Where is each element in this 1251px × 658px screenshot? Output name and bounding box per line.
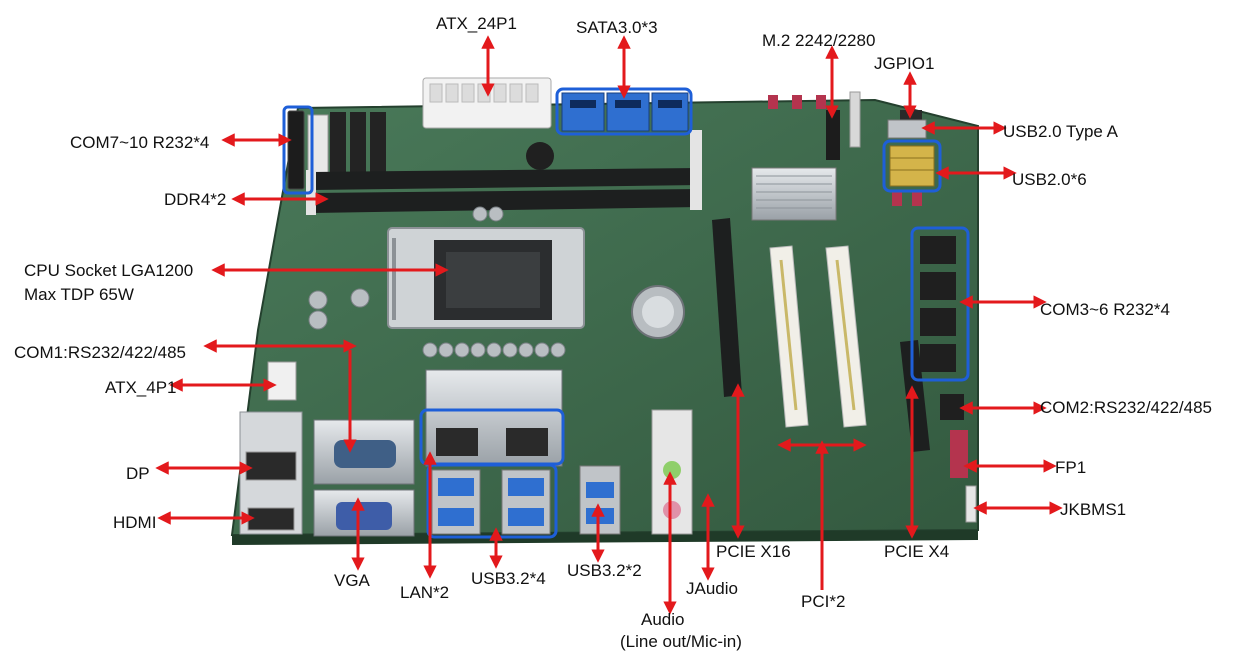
label-usb2x6: USB2.0*6 bbox=[1012, 170, 1087, 189]
buzzer bbox=[526, 142, 554, 170]
label-pci2: PCI*2 bbox=[801, 592, 846, 611]
battery-icon bbox=[631, 285, 685, 339]
label-ddr4: DDR4*2 bbox=[164, 190, 227, 209]
label-com1: COM1:RS232/422/485 bbox=[14, 343, 186, 362]
label-pcie-x4: PCIE X4 bbox=[884, 542, 950, 561]
vrm-capacitors bbox=[308, 206, 566, 358]
sata-ports bbox=[561, 92, 689, 132]
com3-6-headers bbox=[920, 236, 956, 372]
label-pcie-x16: PCIE X16 bbox=[716, 542, 791, 561]
cpu-socket-icon bbox=[387, 227, 585, 329]
label-fp1: FP1 bbox=[1055, 458, 1087, 477]
label-usb32x4: USB3.2*4 bbox=[471, 569, 546, 588]
label-jgpio: JGPIO1 bbox=[874, 54, 935, 73]
pcie-x16-slot bbox=[712, 218, 742, 397]
label-atx-24p1: ATX_24P1 bbox=[436, 14, 517, 33]
com2-header bbox=[940, 394, 964, 420]
label-hdmi: HDMI bbox=[113, 513, 157, 532]
label-atx-4p1: ATX_4P1 bbox=[105, 378, 177, 397]
label-jaudio: JAudio bbox=[686, 579, 738, 598]
label-com3-6: COM3~6 R232*4 bbox=[1040, 300, 1170, 319]
com7-10-header bbox=[287, 110, 305, 190]
label-audio: Audio bbox=[641, 610, 685, 629]
jkbms1-header bbox=[965, 485, 977, 523]
pci-slots bbox=[769, 245, 867, 428]
label-m2: M.2 2242/2280 bbox=[762, 31, 876, 50]
label-audio-sub: (Line out/Mic-in) bbox=[620, 632, 742, 651]
label-dp: DP bbox=[126, 464, 150, 483]
label-jkbms1: JKBMS1 bbox=[1060, 500, 1127, 519]
usb2x6-highlight-box bbox=[882, 139, 942, 193]
label-cpu-tdp: Max TDP 65W bbox=[24, 285, 134, 304]
fp1-header bbox=[950, 430, 968, 478]
m2-slot bbox=[826, 110, 840, 160]
usb2-headers bbox=[889, 145, 935, 187]
label-com7-10: COM7~10 R232*4 bbox=[70, 133, 210, 152]
label-sata: SATA3.0*3 bbox=[576, 18, 658, 37]
label-usb32x2: USB3.2*2 bbox=[567, 561, 642, 580]
label-cpu-socket: CPU Socket LGA1200 bbox=[24, 261, 194, 280]
chipset-heatsink bbox=[751, 167, 837, 221]
atx-4pin-connector bbox=[267, 361, 297, 401]
usb2-type-a-port bbox=[887, 119, 927, 139]
label-usb2-type-a: USB2.0 Type A bbox=[1003, 122, 1118, 141]
label-vga: VGA bbox=[334, 571, 370, 590]
label-lan: LAN*2 bbox=[400, 583, 450, 602]
label-com2: COM2:RS232/422/485 bbox=[1040, 398, 1212, 417]
